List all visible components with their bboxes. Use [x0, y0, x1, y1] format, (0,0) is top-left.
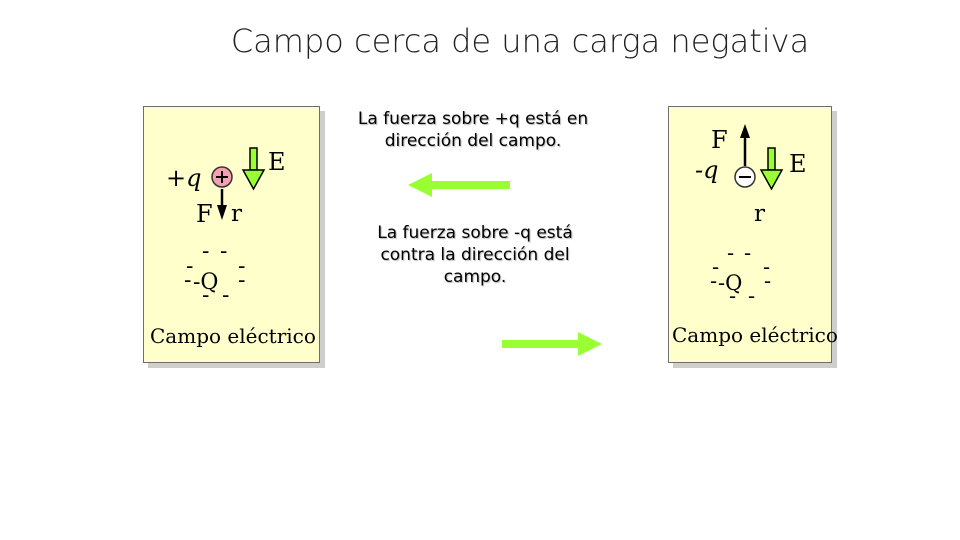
left-field-arrow: [241, 147, 266, 191]
left-source-charge-label: -Q: [193, 270, 219, 295]
left-distance-label: r: [231, 201, 242, 227]
left-minus: -: [202, 283, 210, 308]
right-minus: -: [764, 269, 772, 293]
left-field-panel: [143, 106, 320, 363]
left-test-charge-label: +q: [166, 164, 202, 192]
left-force-label: F: [196, 200, 213, 228]
left-minus: -: [186, 254, 194, 279]
left-caption: Campo eléctrico: [150, 324, 316, 348]
left-pointing-arrow: [408, 173, 510, 197]
right-field-panel: [668, 106, 832, 363]
right-minus: -: [748, 284, 756, 308]
text-positive-charge: La fuerza sobre +q está en dirección del…: [357, 109, 589, 151]
right-field-arrow: [759, 147, 784, 191]
right-minus: -: [729, 284, 737, 308]
left-field-label: E: [268, 148, 286, 176]
right-caption: Campo eléctrico: [672, 323, 838, 347]
right-source-charge-label: -Q: [718, 271, 743, 295]
right-minus: -: [744, 241, 752, 265]
left-minus: -: [238, 268, 246, 293]
right-minus: -: [763, 255, 771, 279]
right-pointing-arrow: [502, 332, 602, 356]
right-minus: -: [727, 241, 735, 265]
right-minus: -: [712, 255, 720, 279]
left-minus: -: [202, 239, 210, 264]
left-minus: -: [222, 283, 230, 308]
left-minus: -: [184, 268, 192, 293]
left-minus: -: [220, 239, 228, 264]
right-distance-label: r: [754, 201, 765, 227]
right-field-label: E: [789, 150, 807, 178]
right-force-label: F: [711, 126, 728, 154]
right-minus: -: [710, 269, 718, 293]
text-negative-charge: La fuerza sobre -q está contra la direcc…: [377, 223, 573, 287]
page-title: Campo cerca de una carga negativa: [230, 22, 810, 60]
right-test-charge-label: -q: [695, 156, 719, 184]
left-minus: -: [238, 254, 246, 279]
